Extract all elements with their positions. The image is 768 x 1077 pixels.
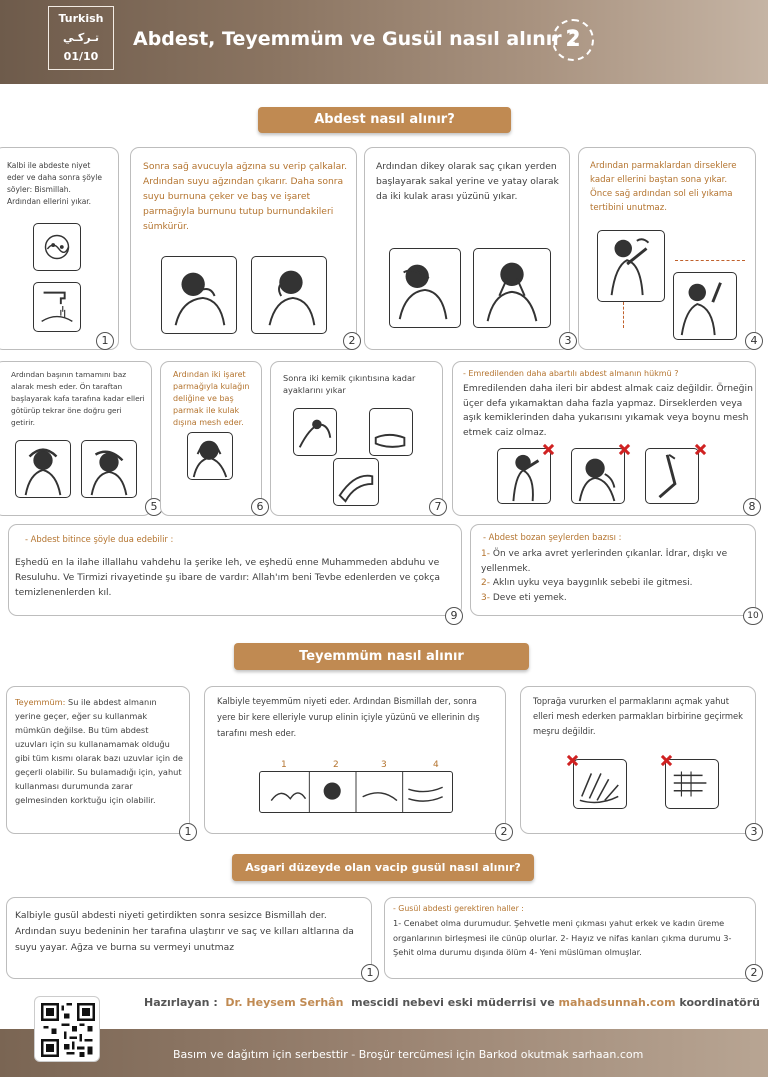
card-text: 1- Cenabet olma durumudur. Şehvetle meni…: [393, 918, 732, 957]
section-title-teyemmum: Teyemmüm nasıl alınır: [234, 643, 529, 670]
header-banner: [0, 0, 768, 84]
step-number: 7: [429, 498, 447, 516]
step-number: 6: [251, 498, 269, 516]
arm-wash-icon: [597, 230, 665, 302]
section-title-abdest: Abdest nasıl alınır?: [258, 107, 511, 133]
tayammum-steps-strip: [259, 771, 453, 813]
footer-banner: [0, 1029, 768, 1077]
leg-overwash-icon: [645, 448, 699, 504]
step-number: 3: [745, 823, 763, 841]
arrow-line: [675, 260, 745, 261]
arrow-line: [623, 302, 624, 328]
forearm-wash-icon: [673, 272, 737, 340]
language-badge: Turkish تـركـي 01/10: [48, 6, 114, 70]
card-text: Emredilenden daha ileri bir abdest almak…: [463, 383, 753, 438]
arm-overwash-icon: [497, 448, 551, 504]
footer-text: Basım ve dağıtım için serbesttir - Broşü…: [173, 1048, 644, 1061]
credit-line: Hazırlayan : Dr. Heysem Serhân mescidi n…: [144, 996, 760, 1009]
nose-rinse-icon: [251, 256, 327, 334]
face-wash-front-icon: [473, 248, 551, 328]
nullifier-list: 1- Ön ve arka avret yerlerinden çıkanlar…: [481, 547, 753, 605]
forbidden-x-icon: [567, 755, 578, 766]
card-subtitle: - Gusül abdesti gerektiren haller :: [393, 904, 524, 913]
card-text: Kalbiyle teyemmüm niyeti eder. Ardından …: [217, 696, 480, 738]
interlaced-fingers-icon: [665, 759, 719, 809]
abdest-card-1: Kalbi ile abdeste niyet eder ve daha son…: [0, 147, 119, 350]
teyemmum-card-1: Teyemmüm: Su ile abdest almanın yerine g…: [6, 686, 197, 841]
card-subtitle: - Emredilenden daha abartılı abdest alma…: [463, 369, 679, 378]
faucet-icon: [33, 282, 81, 332]
card-text: Ardından parmaklardan dirseklere kadar e…: [590, 161, 737, 213]
open-fingers-icon: [573, 759, 627, 809]
card-text: Ardından iki işaret parmağıyla kulağın d…: [173, 370, 250, 427]
step-number: 1: [361, 964, 379, 982]
abdest-card-6: Ardından iki işaret parmağıyla kulağın d…: [160, 361, 269, 516]
ear-wipe-icon: [187, 432, 233, 480]
step-number: 4: [745, 332, 763, 350]
step-label: 2: [333, 760, 339, 770]
step-number: 2: [343, 332, 361, 350]
step-label: 4: [433, 760, 439, 770]
step-number: 1: [96, 332, 114, 350]
step-number: 3: [559, 332, 577, 350]
step-number: 8: [743, 498, 761, 516]
gusul-card-1: Kalbiyle gusül abdesti niyeti getirdikte…: [6, 897, 379, 982]
author-name: Dr. Heysem Serhân: [225, 996, 344, 1009]
step-number: 2: [495, 823, 513, 841]
abdest-card-3: Ardından dikey olarak saç çıkan yerden b…: [364, 147, 577, 350]
card-subtitle: - Abdest bozan şeylerden bazısı :: [483, 532, 622, 542]
abdest-card-9: - Abdest bitince şöyle dua edebilir : Eş…: [8, 524, 463, 625]
head-wipe-back-icon: [81, 440, 137, 498]
forbidden-x-icon: [543, 444, 554, 455]
abdest-card-5: Ardından başının tamamını baz alarak mes…: [0, 361, 163, 516]
mouth-rinse-icon: [161, 256, 237, 334]
page-index: 01/10: [63, 50, 99, 63]
gusul-card-2: - Gusül abdesti gerektiren haller : 1- C…: [384, 897, 763, 982]
step-number: 5: [145, 498, 163, 516]
abdest-card-7: Sonra iki kemik çıkıntısına kadar ayakla…: [270, 361, 447, 516]
language-label-arabic: تـركـي: [62, 31, 100, 44]
qr-code-icon[interactable]: [34, 996, 100, 1062]
forbidden-x-icon: [619, 444, 630, 455]
card-text: Kalbi ile abdeste niyet eder ve daha son…: [7, 161, 102, 206]
step-number: 2: [745, 964, 763, 982]
card-text: Ardından dikey olarak saç çıkan yerden b…: [376, 161, 559, 202]
section-title-gusul: Asgari düzeyde olan vacip gusül nasıl al…: [232, 854, 534, 881]
neck-wipe-icon: [571, 448, 625, 504]
teyemmum-card-3: Toprağa vururken el parmaklarını açmak y…: [520, 686, 763, 841]
face-wash-side-icon: [389, 248, 461, 328]
card-text: Teyemmüm: Su ile abdest almanın yerine g…: [15, 697, 183, 805]
abdest-card-10: - Abdest bozan şeylerden bazısı : 1- Ön …: [470, 524, 763, 625]
foot-wash-icon: [293, 408, 337, 456]
step-number: 10: [743, 607, 763, 625]
list-item: 1- Ön ve arka avret yerlerinden çıkanlar…: [481, 549, 728, 574]
card-text: Eşhedü en la ilahe illallahu vahdehu la …: [15, 557, 441, 598]
foot-wash-icon: [333, 458, 379, 506]
language-label: Turkish: [58, 12, 104, 25]
abdest-card-2: Sonra sağ avucuyla ağzına su verip çalka…: [130, 147, 361, 350]
step-number: 9: [445, 607, 463, 625]
page-number-badge: 2: [552, 19, 594, 61]
step-number: 1: [179, 823, 197, 841]
card-subtitle: - Abdest bitince şöyle dua edebilir :: [25, 534, 174, 544]
abdest-card-4: Ardından parmaklardan dirseklere kadar e…: [578, 147, 763, 350]
card-text: Kalbiyle gusül abdesti niyeti getirdikte…: [15, 910, 354, 953]
step-label: 3: [381, 760, 387, 770]
head-wipe-icon: [15, 440, 71, 498]
card-text: Toprağa vururken el parmaklarını açmak y…: [533, 696, 744, 736]
step-label: 1: [281, 760, 287, 770]
teyemmum-card-2: Kalbiyle teyemmüm niyeti eder. Ardından …: [204, 686, 513, 841]
card-text: Ardından başının tamamını baz alarak mes…: [11, 370, 145, 427]
foot-wash-icon: [369, 408, 413, 456]
card-text: Sonra iki kemik çıkıntısına kadar ayakla…: [283, 373, 416, 395]
list-item: 3- Deve eti yemek.: [481, 592, 567, 603]
card-text: Sonra sağ avucuyla ağzına su verip çalka…: [143, 161, 348, 232]
hands-washing-icon: [33, 223, 81, 271]
list-item: 2- Aklın uyku veya baygınlık sebebi ile …: [481, 578, 693, 588]
forbidden-x-icon: [695, 444, 706, 455]
page-title: Abdest, Teyemmüm ve Gusül nasıl alınır ?: [133, 28, 580, 50]
forbidden-x-icon: [661, 755, 672, 766]
abdest-card-8: - Emredilenden daha abartılı abdest alma…: [452, 361, 761, 516]
site-link[interactable]: mahadsunnah.com: [558, 996, 676, 1009]
